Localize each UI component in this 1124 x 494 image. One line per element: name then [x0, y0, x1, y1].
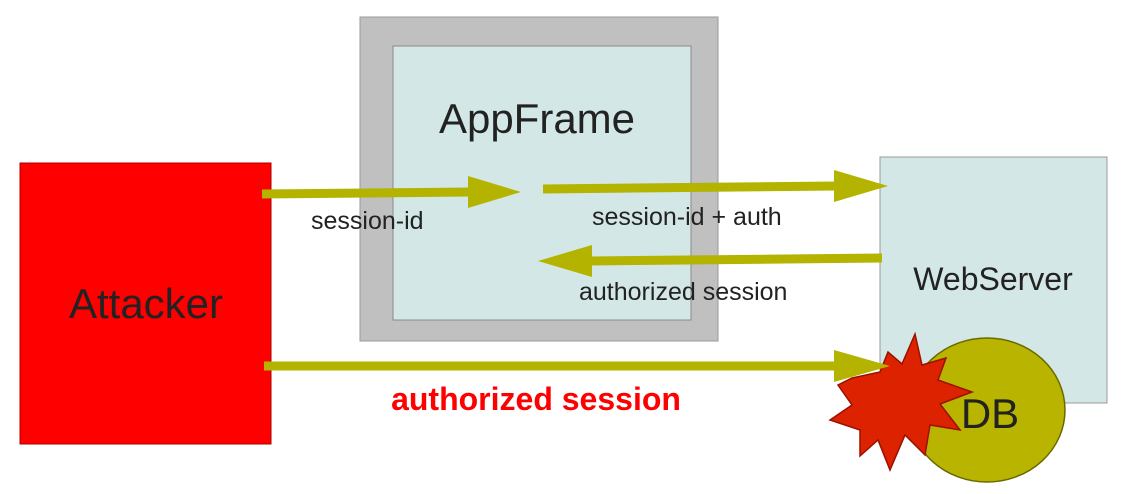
arrow-webserver-to-appframe	[538, 245, 883, 277]
webserver-label: WebServer	[913, 261, 1073, 297]
arrow-attacker-to-db	[264, 350, 890, 382]
attacker-label: Attacker	[69, 280, 223, 327]
label-session-id: session-id	[311, 207, 424, 235]
breach-explosion-icon	[828, 331, 975, 472]
db-label: DB	[961, 390, 1019, 437]
arrow-attacker-to-appframe	[261, 176, 521, 208]
label-session-id-auth: session-id + auth	[592, 203, 782, 231]
attacker-box	[19, 162, 272, 445]
appframe-inner-box	[392, 45, 692, 321]
label-authorized-session-attack: authorized session	[391, 381, 681, 417]
label-authorized-session-return: authorized session	[579, 278, 787, 306]
arrow-appframe-to-webserver	[542, 170, 888, 202]
appframe-label: AppFrame	[439, 95, 635, 142]
